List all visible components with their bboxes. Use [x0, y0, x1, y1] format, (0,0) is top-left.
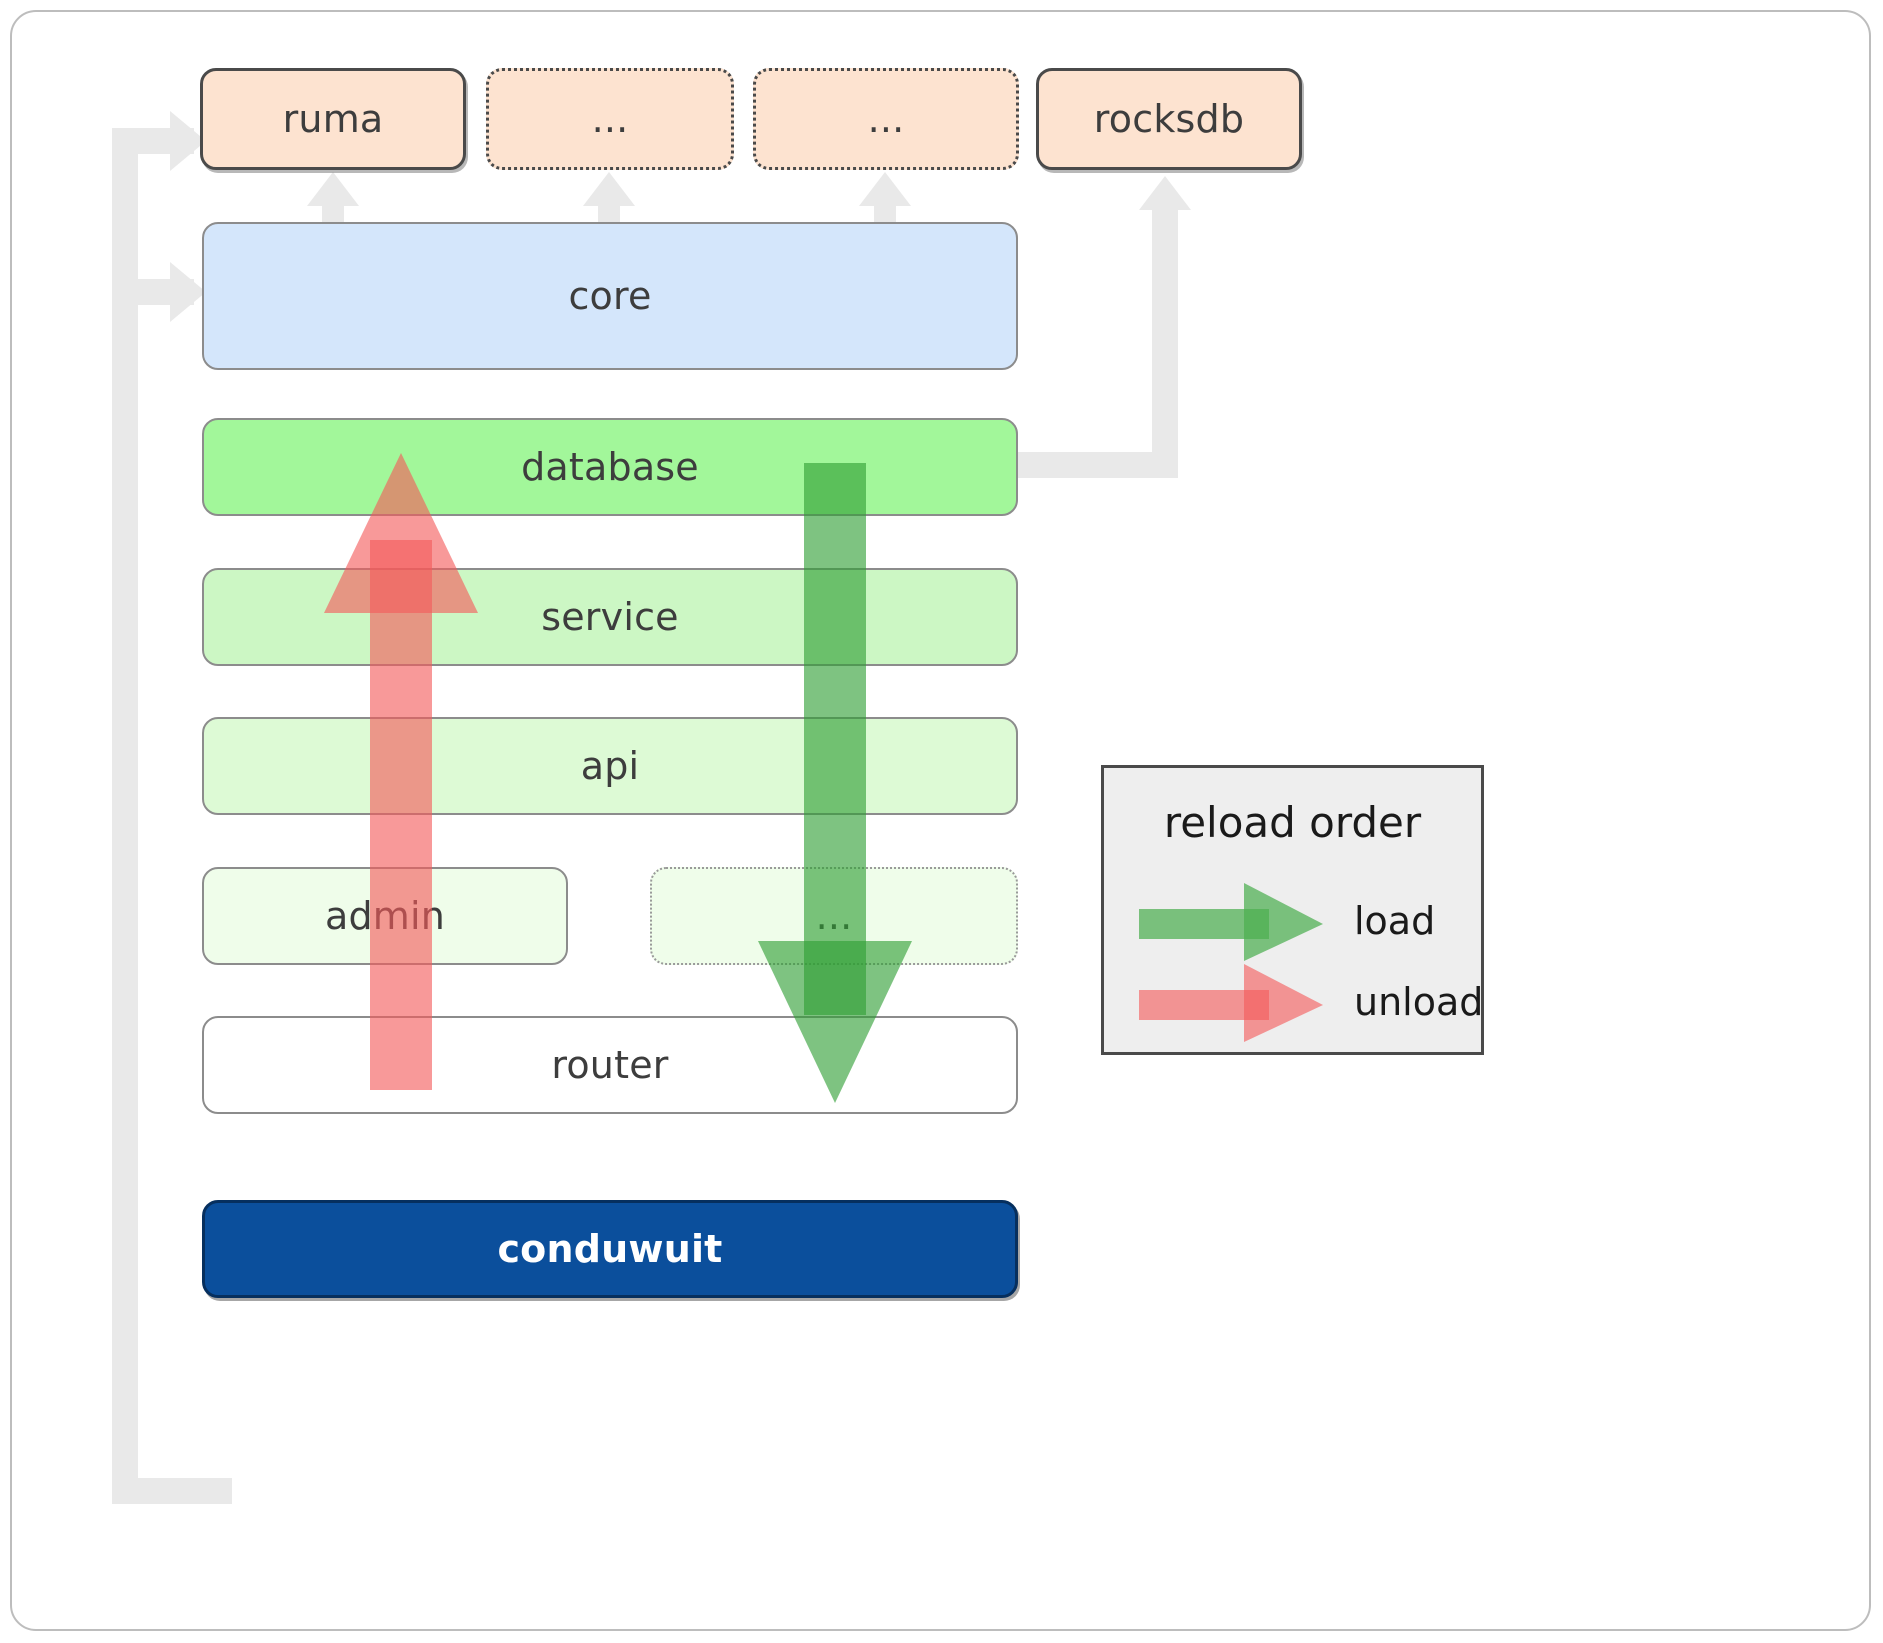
dependency-label: rocksdb	[1093, 97, 1245, 141]
dependency-box-dep-3[interactable]: ...	[753, 68, 1019, 170]
dependency-box-dep-2[interactable]: ...	[486, 68, 734, 170]
dependency-box-rocksdb[interactable]: rocksdb	[1036, 68, 1302, 170]
legend-label-load: load	[1354, 899, 1436, 943]
legend-swatch-load	[1139, 883, 1323, 961]
layer-box-admin[interactable]: admin	[202, 867, 568, 965]
layer-label: router	[551, 1043, 669, 1087]
layer-box-service[interactable]: service	[202, 568, 1018, 666]
legend-box: reload order load unload	[1101, 765, 1484, 1055]
layer-box-ellipsis[interactable]: ...	[650, 867, 1018, 965]
dependency-label: ...	[867, 97, 905, 141]
root-box-conduwuit[interactable]: conduwuit	[202, 1200, 1018, 1298]
dependency-label: ruma	[282, 97, 384, 141]
connector-conduwuit-bottom	[112, 1478, 232, 1504]
connector-database-to-rocksdb-arrowhead	[1139, 176, 1191, 210]
layer-box-router[interactable]: router	[202, 1016, 1018, 1114]
layer-box-core[interactable]: core	[202, 222, 1018, 370]
layer-label: admin	[324, 894, 446, 938]
connector-database-to-rocksdb-vertical	[1152, 210, 1178, 478]
dependency-box-ruma[interactable]: ruma	[200, 68, 466, 170]
connector-to-core-arrowhead	[170, 262, 206, 322]
connector-database-to-rocksdb-horizontal	[1018, 452, 1178, 478]
layer-box-api[interactable]: api	[202, 717, 1018, 815]
layer-box-database[interactable]: database	[202, 418, 1018, 516]
connector-core-to-dep2-arrowhead	[583, 172, 635, 206]
root-label: conduwuit	[497, 1227, 723, 1271]
connector-conduwuit-trunk	[112, 128, 138, 1504]
connector-core-to-ruma-arrowhead	[307, 172, 359, 206]
legend-swatch-unload	[1139, 964, 1323, 1042]
layer-label: api	[580, 744, 640, 788]
layer-label: ...	[815, 894, 853, 938]
layer-label: core	[568, 274, 652, 318]
connector-core-to-dep3-arrowhead	[859, 172, 911, 206]
legend-label-unload: unload	[1354, 980, 1484, 1024]
layer-label: database	[521, 445, 699, 489]
layer-label: service	[541, 595, 679, 639]
legend-title: reload order	[1163, 798, 1422, 847]
dependency-label: ...	[591, 97, 629, 141]
